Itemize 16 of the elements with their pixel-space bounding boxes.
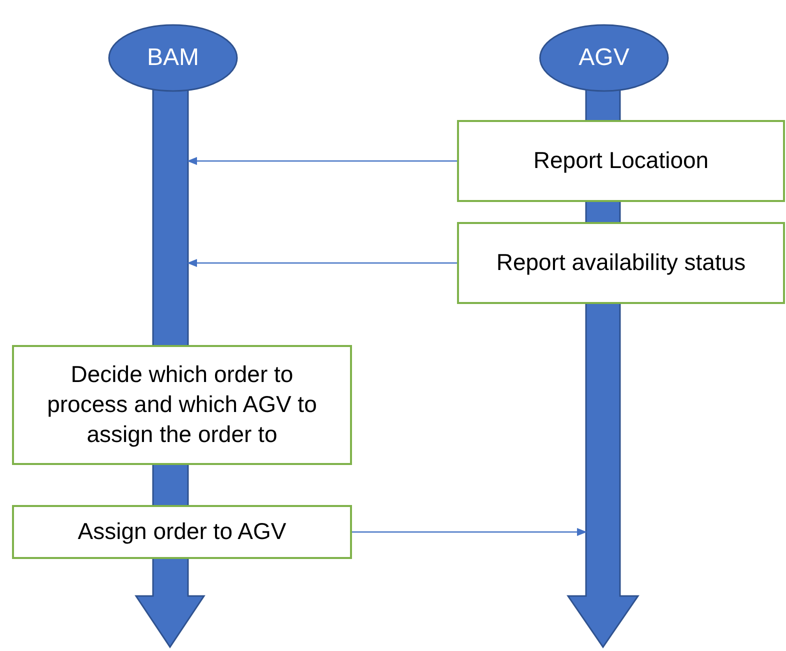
message-box — [12, 505, 352, 559]
arrow — [187, 259, 457, 267]
message-label: Assign order to AGV — [78, 517, 286, 546]
message-box — [12, 345, 352, 465]
lifeline-arrow — [134, 87, 206, 648]
message-box — [457, 120, 785, 202]
message-label: Report availability status — [496, 248, 746, 278]
actor-ellipse — [108, 24, 238, 92]
actor-label: AGV — [578, 44, 630, 72]
arrow — [187, 157, 457, 165]
arrow — [352, 528, 587, 536]
message-box — [457, 222, 785, 304]
actor-ellipse — [539, 24, 669, 92]
message-label: Decide which order to process and which AGV to assign the order to — [46, 360, 318, 449]
message-label: Report Locatioon — [533, 146, 709, 176]
actor-label: BAM — [146, 44, 199, 72]
